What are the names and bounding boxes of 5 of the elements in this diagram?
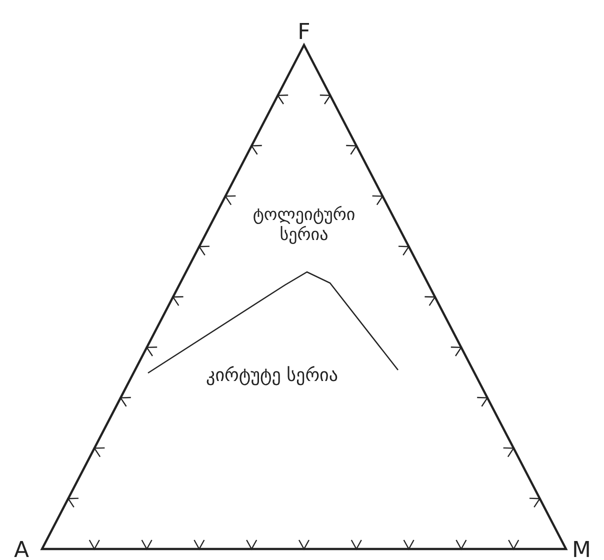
field-label: ტოლეიტური სერია: [252, 205, 356, 246]
vertex-label: F: [298, 20, 310, 46]
vertex-label: A: [14, 538, 30, 560]
field-label: კირტუტე სერია: [206, 365, 338, 387]
vertex-label: M: [572, 538, 591, 560]
